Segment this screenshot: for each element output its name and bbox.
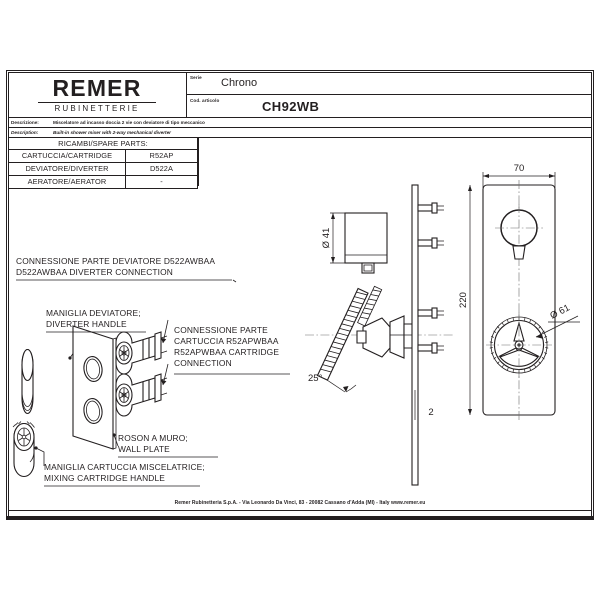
dimension-depth-2: 2 bbox=[414, 390, 434, 420]
callout-line: MANIGLIA DEVIATORE; bbox=[46, 308, 141, 318]
dimension-width-70: 70 bbox=[482, 163, 556, 188]
leader-cartridge-connection bbox=[160, 319, 169, 386]
description-it-row: Descrizione: Miscelatore ad incasso docc… bbox=[8, 118, 592, 128]
codice-value: CH92WB bbox=[262, 99, 320, 114]
description-en-row: Description: Built-in shower mixer with … bbox=[8, 128, 592, 138]
brand-subtitle: RUBINETTERIE bbox=[54, 104, 140, 114]
part-name: DEVIATORE/DIVERTER bbox=[9, 163, 126, 175]
table-divider bbox=[198, 138, 199, 186]
codice-label: Cod. articolo bbox=[190, 98, 220, 103]
dimension-label-2: 2 bbox=[428, 407, 433, 418]
description-en-label: Description: bbox=[11, 130, 39, 135]
brand-name: REMER bbox=[52, 74, 142, 101]
table-row: DEVIATORE/DIVERTER D522A bbox=[9, 163, 197, 176]
brand-rule bbox=[38, 101, 156, 104]
callout-line: DIVERTER HANDLE bbox=[46, 319, 127, 329]
serie-row: Serie Chrono bbox=[187, 72, 592, 95]
description-block: Descrizione: Miscelatore ad incasso docc… bbox=[8, 118, 592, 138]
title-block-fields: Serie Chrono Cod. articolo CH92WB bbox=[186, 72, 592, 118]
callout-diverter-handle: MANIGLIA DEVIATORE; DIVERTER HANDLE bbox=[46, 308, 141, 330]
leader-dot bbox=[68, 356, 72, 360]
front-view-diverter-knob bbox=[495, 204, 543, 260]
table-row: AERATORE/AERATOR - bbox=[9, 176, 197, 188]
serie-label: Serie bbox=[190, 75, 202, 80]
description-en-value: Built-in shower mixer with 2-way mechani… bbox=[53, 130, 172, 135]
callout-mixing-handle: MANIGLIA CARTUCCIA MISCELATRICE; MIXING … bbox=[44, 462, 205, 484]
callout-wall-plate: ROSON A MURO; WALL PLATE bbox=[118, 433, 188, 455]
dimension-diameter-41: Ø 41 bbox=[321, 212, 345, 264]
leader-mixing-handle bbox=[35, 447, 45, 466]
leader-dot bbox=[34, 446, 38, 450]
callout-line: D522AWBAA DIVERTER CONNECTION bbox=[16, 267, 173, 277]
callout-line: R52APWBAA CARTRIDGE bbox=[174, 347, 280, 357]
dimension-label-25: 25° bbox=[308, 373, 323, 384]
wall-plate-part bbox=[72, 325, 117, 450]
brand-logo: REMER RUBINETTERIE bbox=[8, 72, 186, 118]
leader-wall-plate bbox=[113, 434, 119, 447]
diverter-handle-part bbox=[21, 348, 34, 414]
spare-parts-table: RICAMBI/SPARE PARTS: CARTUCCIA/CARTRIDGE… bbox=[8, 138, 198, 189]
part-name: CARTUCCIA/CARTRIDGE bbox=[9, 150, 126, 162]
serie-value: Chrono bbox=[221, 77, 258, 89]
part-name: AERATORE/AERATOR bbox=[9, 176, 126, 188]
front-view-mixing-wheel bbox=[486, 312, 552, 378]
callout-line: CONNESSIONE PARTE bbox=[174, 325, 268, 335]
callout-line: CONNESSIONE PARTE DEVIATORE D522AWBAA bbox=[16, 256, 216, 266]
section-diverter-body bbox=[344, 212, 388, 274]
callout-line: CARTUCCIA R52APWBAA bbox=[174, 336, 279, 346]
description-it-label: Descrizione: bbox=[11, 120, 39, 125]
description-it-value: Miscelatore ad incasso doccia 2 vie con … bbox=[53, 120, 205, 125]
codice-row: Cod. articolo CH92WB bbox=[187, 95, 592, 118]
callout-cartridge-connection: CONNESSIONE PARTE CARTUCCIA R52APWBAA R5… bbox=[174, 325, 279, 369]
footer-company-info: Remer Rubinetteria S.p.A. - Via Leonardo… bbox=[174, 500, 426, 506]
callout-line: ROSON A MURO; bbox=[118, 433, 188, 443]
mixing-cartridge-part bbox=[115, 373, 168, 417]
section-mixing-handle bbox=[316, 285, 415, 381]
spare-parts-title: RICAMBI/SPARE PARTS: bbox=[9, 138, 197, 150]
callout-line: CONNECTION bbox=[174, 358, 232, 368]
callout-diverter-connection: CONNESSIONE PARTE DEVIATORE D522AWBAA D5… bbox=[16, 256, 215, 278]
mixing-cartridge-handle-part bbox=[12, 421, 35, 478]
dimension-label-220: 220 bbox=[458, 292, 469, 308]
section-wall-plate bbox=[411, 184, 444, 486]
part-code: D522A bbox=[149, 164, 174, 173]
dimension-angle-25: 25° bbox=[308, 373, 357, 393]
callout-line: WALL PLATE bbox=[118, 444, 170, 454]
leader-diverter-connection bbox=[232, 279, 237, 283]
part-code: R52AP bbox=[149, 151, 174, 160]
footer-rule bbox=[8, 510, 592, 511]
title-block: REMER RUBINETTERIE Serie Chrono Cod. art… bbox=[8, 72, 592, 118]
callout-line: MANIGLIA CARTUCCIA MISCELATRICE; bbox=[44, 462, 205, 472]
callout-line: MIXING CARTRIDGE HANDLE bbox=[44, 473, 166, 483]
dimension-label-41: Ø 41 bbox=[321, 228, 332, 249]
leader-dot bbox=[112, 433, 116, 437]
table-row: CARTUCCIA/CARTRIDGE R52AP bbox=[9, 150, 197, 163]
part-code: - bbox=[160, 177, 163, 186]
dimension-label-70: 70 bbox=[514, 163, 525, 174]
dimension-height-220: 220 bbox=[458, 185, 472, 415]
sheet-bottom-bar bbox=[6, 516, 594, 520]
diverter-cartridge-part bbox=[115, 331, 168, 375]
